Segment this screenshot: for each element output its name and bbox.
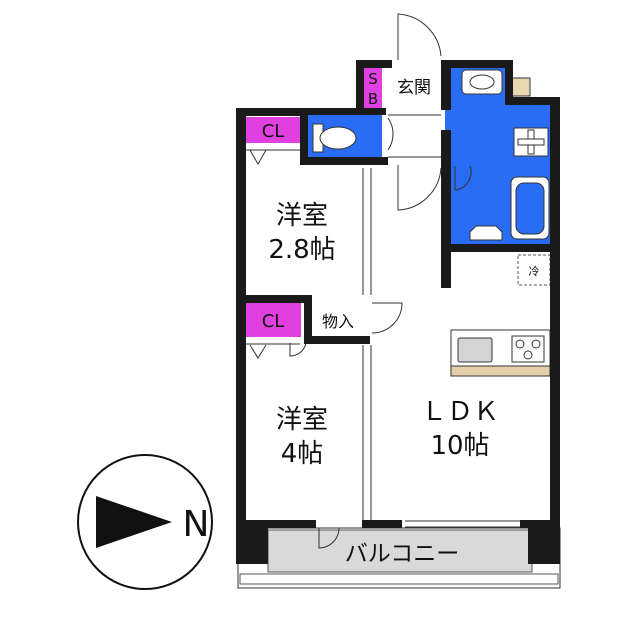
compass-north-label: N bbox=[183, 504, 210, 545]
compass: N bbox=[77, 454, 213, 590]
ldk-name: ＬＤＫ bbox=[421, 397, 499, 427]
north-arrow-icon bbox=[96, 496, 172, 548]
closet-1-label: CL bbox=[262, 121, 285, 142]
stove-icon bbox=[511, 335, 545, 363]
bathtub-icon bbox=[510, 176, 550, 240]
storage-label: 物入 bbox=[322, 312, 354, 331]
doors bbox=[249, 13, 472, 549]
refrigerator-label: 冷 bbox=[529, 265, 540, 278]
ldk-size: 10帖 bbox=[430, 431, 489, 461]
western-room-1-size: 2.8帖 bbox=[268, 235, 335, 265]
closet-2: CL bbox=[246, 303, 301, 345]
closet-1: CL bbox=[246, 117, 301, 151]
partitions bbox=[362, 114, 520, 528]
bath-sink-icon bbox=[469, 225, 503, 241]
shoe-box: S B bbox=[364, 68, 382, 108]
refrigerator-space: 冷 bbox=[517, 254, 551, 286]
entrance-label: 玄関 bbox=[397, 78, 431, 98]
washbasin-icon bbox=[461, 69, 503, 95]
washing-machine-icon bbox=[513, 127, 549, 157]
storage: 物入 bbox=[312, 303, 364, 337]
shoe-box-label-s: S bbox=[368, 70, 378, 88]
walls bbox=[236, 60, 560, 564]
western-room-1-name: 洋室 bbox=[276, 201, 328, 231]
closet-2-label: CL bbox=[262, 311, 285, 332]
western-room-2-name: 洋室 bbox=[276, 405, 328, 435]
western-room-2-size: 4帖 bbox=[281, 439, 324, 469]
shoe-box-label-b: B bbox=[368, 90, 378, 108]
kitchen-counter bbox=[450, 329, 551, 377]
balcony: バルコニー bbox=[237, 527, 561, 589]
balcony-label: バルコニー bbox=[345, 541, 460, 567]
toilet-icon bbox=[312, 123, 357, 153]
